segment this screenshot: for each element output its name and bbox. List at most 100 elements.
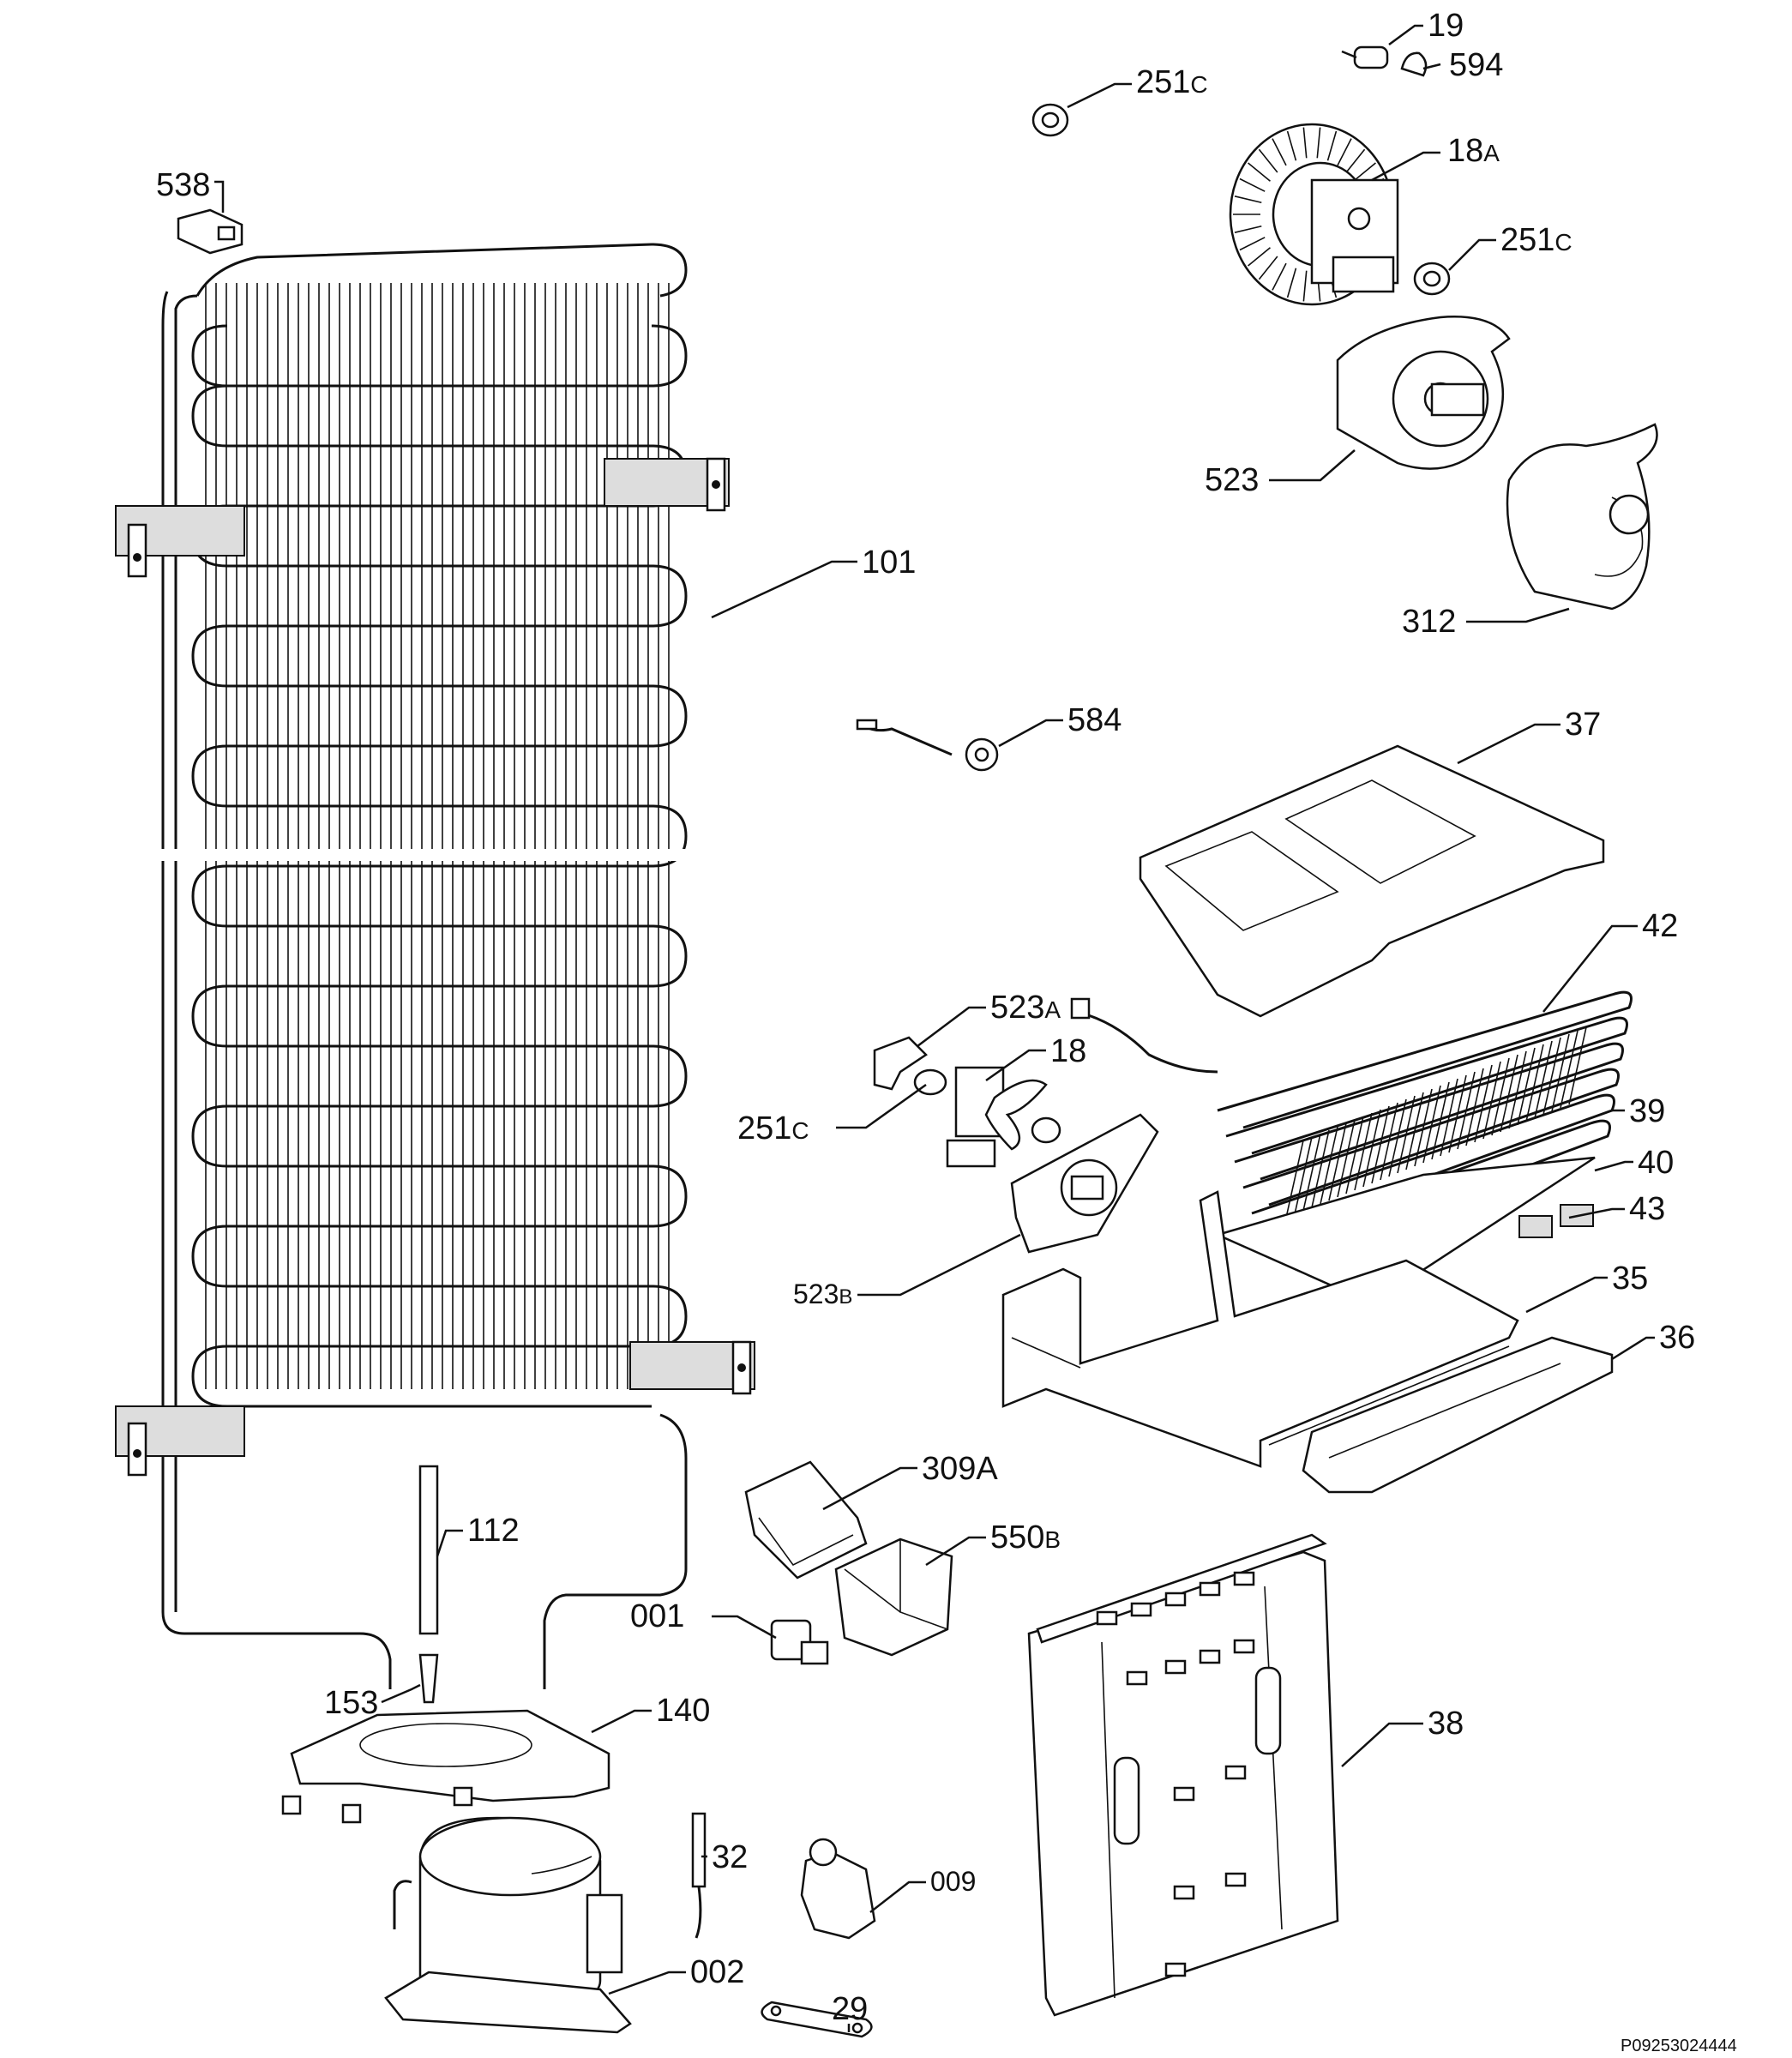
evaporator-tube [1242, 1068, 1620, 1207]
evaporator-fin [1414, 1088, 1433, 1167]
compressor-002 [384, 1816, 632, 2034]
fan-blade [1258, 256, 1278, 280]
fan-plate-523b [1010, 1113, 1159, 1254]
insulation-plate-40 [1214, 1156, 1596, 1305]
fan-blade [1234, 225, 1262, 233]
coil-loop [191, 564, 688, 688]
panel-slot [1224, 1872, 1247, 1887]
grommet-251c-top [1031, 103, 1069, 137]
evaporator-fin [1474, 1064, 1493, 1143]
fan-motor-assembly [1229, 123, 1399, 306]
evaporator-fin [1345, 1116, 1364, 1194]
bracket-523a [873, 1036, 928, 1091]
callout-labels: 19 594 251C 18A 251C 538 523 312 101 584… [156, 8, 1737, 2055]
evaporator-fin [1337, 1119, 1356, 1198]
label-42: 42 [1642, 908, 1678, 944]
coil-loop [191, 1044, 688, 1168]
panel-slot [1126, 1670, 1148, 1686]
panel-slot [1164, 1659, 1187, 1675]
back-panel-38 [1027, 1533, 1339, 2017]
evaporator-fin [1465, 1068, 1484, 1146]
compressor-base-140 [281, 1709, 610, 1824]
evaporator-fin [1508, 1050, 1527, 1129]
fan-motor-18 [946, 1066, 1048, 1168]
panel-slot [1233, 1639, 1255, 1654]
fan-blade [1337, 138, 1352, 166]
mounting-bracket-bottom-left [115, 1405, 245, 1477]
panel-slot [1233, 1571, 1255, 1586]
label-002: 002 [690, 1954, 744, 1990]
evaporator-fin [1362, 1109, 1381, 1188]
evaporator-tube [1234, 1042, 1624, 1181]
clips-43 [1518, 1204, 1594, 1238]
label-18a: 18A [1447, 133, 1500, 169]
evaporator-fin [1405, 1092, 1424, 1170]
label-153: 153 [324, 1685, 378, 1721]
evaporator-fin [1285, 1140, 1304, 1219]
fan-blade [1345, 148, 1366, 173]
label-523: 523 [1205, 462, 1259, 498]
nut-594 [1400, 51, 1428, 77]
evaporator-tube [1217, 990, 1633, 1129]
grommet-251c-mid [1413, 262, 1451, 296]
coil-loop [191, 924, 688, 1048]
label-523b: 523B [793, 1279, 852, 1309]
label-112: 112 [467, 1513, 520, 1549]
label-251c-small: 251C [737, 1110, 809, 1146]
evaporator-fin [1294, 1136, 1313, 1215]
starter-001 [770, 1619, 829, 1665]
coil-loop [191, 324, 228, 388]
panel-slot [1173, 1885, 1195, 1900]
bracket-309a [744, 1460, 868, 1580]
leader-lines [214, 24, 1655, 2032]
evaporator-fins-39 [1285, 1026, 1587, 1219]
condenser-coil [115, 243, 755, 1689]
evaporator-fin [1302, 1133, 1321, 1212]
evaporator-fin [1534, 1040, 1553, 1119]
fan-blade [1248, 247, 1271, 267]
fan-blade [1258, 148, 1278, 173]
label-309a: 309A [922, 1451, 998, 1487]
label-594: 594 [1449, 47, 1503, 83]
label-251c-mid: 251C [1500, 222, 1573, 258]
evaporator-fin [1448, 1074, 1467, 1153]
evaporator-tube [1260, 1119, 1611, 1258]
evaporator-fin [1551, 1033, 1570, 1112]
label-19: 19 [1428, 8, 1464, 44]
evaporator-fin [1568, 1026, 1587, 1105]
fan-blade [1234, 196, 1262, 204]
evaporator-fin [1422, 1085, 1441, 1164]
evaporator-fin [1431, 1081, 1450, 1160]
label-29: 29 [832, 1991, 868, 2027]
label-40: 40 [1638, 1145, 1674, 1181]
fan-blade [1353, 162, 1376, 182]
label-312: 312 [1402, 604, 1456, 640]
protector-009 [800, 1838, 876, 1940]
label-001: 001 [630, 1598, 684, 1634]
evaporator-fin [1482, 1061, 1501, 1140]
panel-slot [1224, 1765, 1247, 1780]
evaporator-fin [1311, 1129, 1330, 1208]
evaporator-fin [1328, 1122, 1347, 1201]
fan-housing-523 [1336, 316, 1511, 470]
evaporator-tube [1225, 1016, 1628, 1155]
panel-slot [1199, 1649, 1221, 1664]
evaporator-fin [1371, 1105, 1390, 1184]
pipe-112 [418, 1465, 439, 1635]
fan-blade [1272, 262, 1287, 291]
coil-loop [191, 804, 688, 928]
fan-blade [1302, 270, 1308, 302]
label-584: 584 [1067, 702, 1122, 738]
screw-19 [1341, 45, 1389, 69]
thermostat-32 [691, 1812, 707, 1939]
coil-loop [191, 1285, 688, 1408]
mounting-bracket-top-left [115, 505, 245, 578]
label-37: 37 [1565, 707, 1601, 743]
label-251c-top: 251C [1136, 64, 1208, 100]
fan-blade [1316, 127, 1321, 159]
coil-loop [191, 684, 688, 808]
fan-blade [1326, 130, 1338, 161]
connector-538 [177, 208, 244, 255]
evaporator-42 [1070, 990, 1633, 1258]
panel-slot [1173, 1786, 1195, 1802]
